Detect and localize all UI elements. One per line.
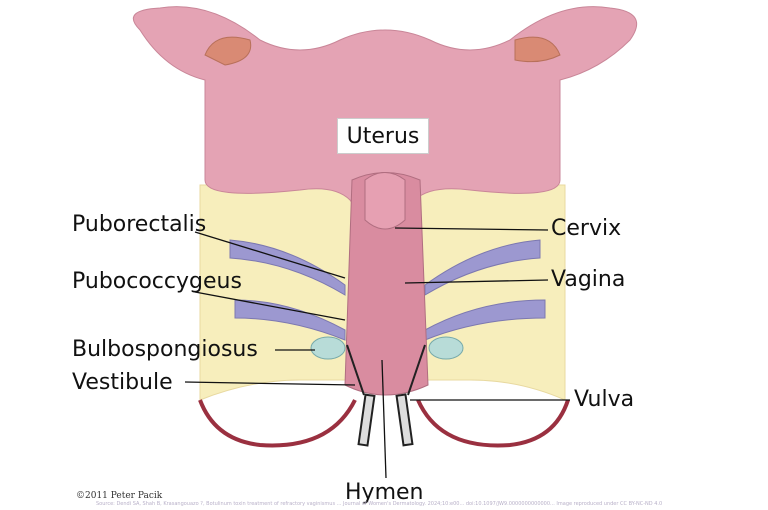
cervix (364, 172, 406, 230)
right-vulva-arc (416, 399, 570, 448)
muscle-bands (229, 239, 546, 341)
right-bulbospongiosus (428, 336, 464, 360)
source-citation: Source: Dendi SA, Shah B, Krasangouazo ?… (96, 501, 663, 507)
copyright: ©2011 Peter Pacik (76, 491, 163, 501)
label-bulbospongiosus: Bulbospongiosus (72, 337, 258, 362)
label-puborectalis: Puborectalis (72, 212, 207, 237)
syringes (346, 344, 426, 447)
left-ovary (204, 36, 252, 66)
left-bulbospongiosus (310, 336, 346, 360)
right-ovary (514, 36, 561, 63)
label-uterus: Uterus (337, 118, 429, 154)
uterus-body (132, 6, 638, 223)
label-vulva: Vulva (574, 387, 635, 412)
label-pubococcygeus: Pubococcygeus (72, 269, 242, 294)
left-vulva-arc (198, 399, 357, 448)
label-vagina: Vagina (551, 267, 626, 292)
label-hymen: Hymen (345, 480, 424, 505)
label-vestibule: Vestibule (72, 370, 173, 395)
leader-lines (184, 227, 570, 479)
label-cervix: Cervix (551, 216, 622, 241)
